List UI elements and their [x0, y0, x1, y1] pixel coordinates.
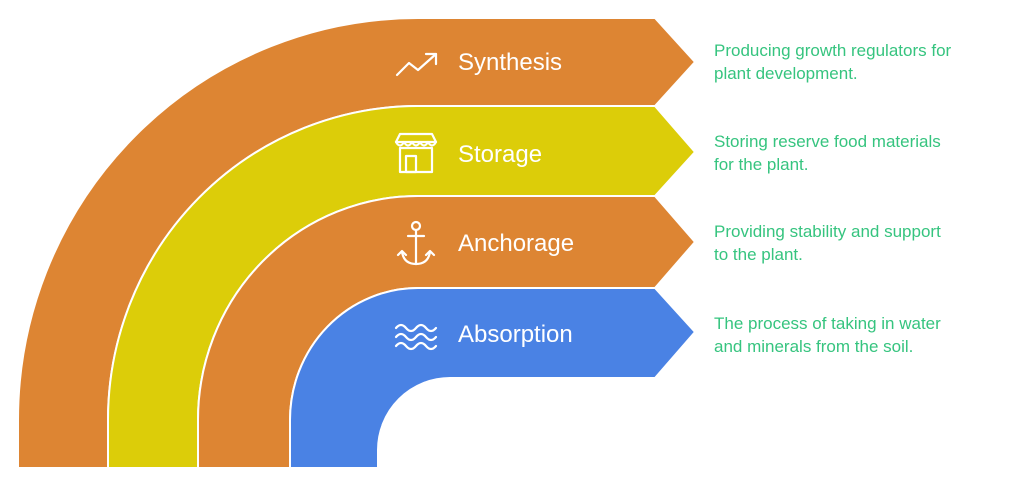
storage-title: Storage	[458, 141, 542, 168]
absorption-band	[289, 287, 697, 469]
water-waves-icon	[394, 323, 438, 351]
anchor-icon	[396, 220, 436, 266]
anchorage-description-line1: Providing stability and support	[714, 222, 941, 241]
absorption-description-line2: and minerals from the soil.	[714, 337, 914, 356]
storage-description: Storing reserve food materials for the p…	[714, 130, 1004, 176]
absorption-description-line1: The process of taking in water	[714, 314, 941, 333]
storefront-icon	[394, 132, 438, 174]
anchorage-description: Providing stability and support to the p…	[714, 220, 1004, 266]
anchorage-description-line2: to the plant.	[714, 245, 803, 264]
storage-description-line1: Storing reserve food materials	[714, 132, 941, 151]
synthesis-description-line2: plant development.	[714, 64, 858, 83]
absorption-title: Absorption	[458, 321, 573, 348]
synthesis-description: Producing growth regulators for plant de…	[714, 39, 1004, 85]
trend-up-icon	[395, 52, 438, 77]
absorption-description: The process of taking in water and miner…	[714, 312, 1004, 358]
synthesis-title: Synthesis	[458, 49, 562, 76]
synthesis-description-line1: Producing growth regulators for	[714, 41, 952, 60]
storage-description-line2: for the plant.	[714, 155, 809, 174]
anchorage-title: Anchorage	[458, 230, 574, 257]
